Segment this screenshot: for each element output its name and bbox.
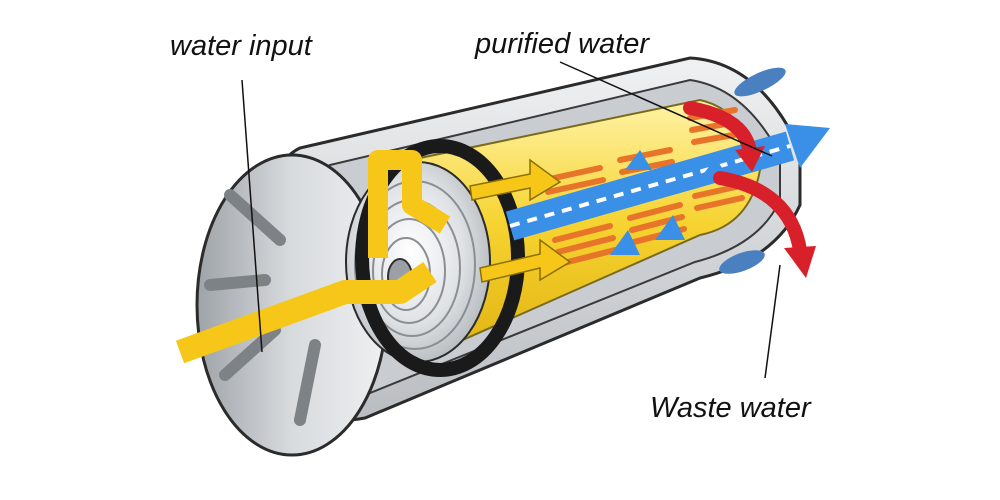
bottom-seal-ring: [719, 250, 765, 274]
top-seal-ring: [734, 67, 786, 97]
label-purified-water: purified water: [475, 28, 650, 60]
label-waste-water: Waste water: [650, 392, 811, 424]
label-water-input: water input: [170, 30, 312, 62]
feed-arrow-upper: [469, 158, 562, 202]
anti-telescoping-ring: [355, 139, 525, 377]
water-input-pipe: [175, 150, 572, 364]
feed-arrow-lower: [479, 238, 572, 283]
callout-leaders: [241, 61, 781, 379]
